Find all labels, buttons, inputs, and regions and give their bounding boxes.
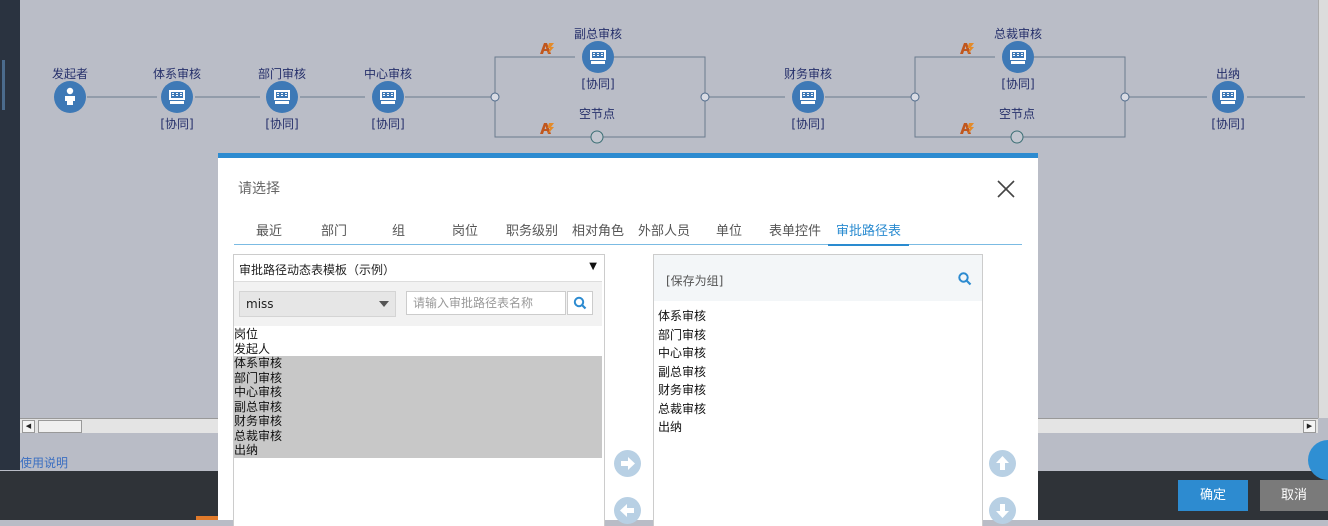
- confirm-button[interactable]: 确定: [1178, 480, 1248, 511]
- help-link[interactable]: 使用说明: [20, 456, 69, 470]
- chevron-down-icon: [379, 301, 389, 307]
- computer-icon[interactable]: [792, 81, 824, 113]
- search-icon: [573, 296, 587, 310]
- role-select-value: miss: [246, 297, 274, 311]
- tab-external-staff[interactable]: 外部人员: [638, 224, 691, 239]
- branch-junction: [490, 92, 500, 102]
- template-select[interactable]: 审批路径动态表模板（示例） ▼: [234, 255, 602, 282]
- computer-icon[interactable]: [266, 81, 298, 113]
- sidebar-marker: [2, 60, 5, 110]
- selected-item[interactable]: 中心审核: [658, 346, 707, 360]
- search-button[interactable]: [567, 291, 593, 315]
- vertical-scrollbar[interactable]: [1318, 0, 1328, 418]
- tab-form-control[interactable]: 表单控件: [769, 224, 822, 239]
- source-panel: 审批路径动态表模板（示例） ▼ miss 岗位 发起人 体系审核 部门审核 中心…: [233, 254, 605, 526]
- president-review-label: 总裁审核: [993, 27, 1043, 41]
- tab-job-level[interactable]: 职务级别: [506, 224, 559, 239]
- system-review-sub-label: [协同]: [160, 117, 194, 131]
- tab-approval-path-table[interactable]: 审批路径表: [828, 220, 910, 246]
- list-item-president-review[interactable]: 总裁审核: [234, 428, 602, 443]
- list-item-dept-review[interactable]: 部门审核: [234, 370, 602, 385]
- selected-item[interactable]: 财务审核: [658, 383, 707, 397]
- auto-approve-icon[interactable]: [539, 121, 555, 135]
- auto-approve-icon[interactable]: [959, 41, 975, 55]
- flow-connector-lines: [87, 56, 1305, 138]
- list-item-center-review[interactable]: 中心审核: [234, 385, 602, 400]
- selected-item[interactable]: 副总审核: [658, 364, 707, 379]
- auto-approve-icon[interactable]: [539, 41, 555, 55]
- center-review-sub-label: [协同]: [371, 117, 405, 131]
- selected-item[interactable]: 总裁审核: [658, 401, 707, 416]
- dept-review-sub-label: [协同]: [265, 117, 299, 131]
- computer-icon[interactable]: [161, 81, 193, 113]
- person-icon[interactable]: [54, 81, 86, 113]
- role-select[interactable]: miss: [239, 291, 396, 317]
- selected-panel-header: [保存为组]: [654, 255, 982, 301]
- close-icon[interactable]: [995, 178, 1017, 200]
- template-select-value: 审批路径动态表模板（示例）: [239, 263, 396, 277]
- dept-review-label: 部门审核: [257, 67, 307, 81]
- president-review-sub-label: [协同]: [1001, 77, 1035, 91]
- computer-icon[interactable]: [1212, 81, 1244, 113]
- left-sidebar-strip: [0, 0, 20, 470]
- finance-review-sub-label: [协同]: [791, 117, 825, 131]
- finance-review-label: 财务审核: [783, 67, 833, 81]
- initiator-label: 发起者: [51, 67, 89, 81]
- auto-approve-icon[interactable]: [959, 121, 975, 135]
- filter-row: miss: [234, 282, 602, 326]
- list-item-cashier[interactable]: 出纳: [234, 443, 602, 458]
- branch-junction: [700, 92, 710, 102]
- system-review-label: 体系审核: [152, 67, 202, 81]
- search-icon[interactable]: [957, 271, 973, 290]
- move-right-arrow-icon[interactable]: [614, 450, 641, 477]
- selected-panel: [保存为组] 体系审核 部门审核 中心审核 副总审核 财务审核 总裁审核 出纳: [653, 254, 983, 526]
- selected-item[interactable]: 体系审核: [658, 309, 707, 323]
- search-input[interactable]: [406, 291, 566, 315]
- cancel-button[interactable]: 取消: [1260, 480, 1328, 511]
- computer-icon[interactable]: [1002, 41, 1034, 73]
- tab-department[interactable]: 部门: [321, 224, 348, 239]
- save-as-group-link[interactable]: [保存为组]: [666, 274, 724, 288]
- list-item-initiator[interactable]: 发起人: [234, 341, 271, 356]
- computer-icon[interactable]: [372, 81, 404, 113]
- tab-post[interactable]: 岗位: [452, 224, 479, 239]
- side-float-button[interactable]: [1308, 440, 1328, 480]
- branch-junction: [910, 92, 920, 102]
- list-item-system-review[interactable]: 体系审核: [234, 356, 602, 371]
- cashier-sub-label: [协同]: [1211, 117, 1245, 131]
- tab-group[interactable]: 组: [392, 224, 406, 239]
- tab-recent[interactable]: 最近: [256, 224, 283, 239]
- vp-review-sub-label: [协同]: [581, 77, 615, 91]
- branch-junction: [1120, 92, 1130, 102]
- source-list: 岗位 发起人 体系审核 部门审核 中心审核 副总审核 财务审核 总裁审核 出纳: [234, 327, 602, 458]
- scroll-left-arrow-icon[interactable]: ◀: [22, 420, 35, 433]
- scroll-thumb[interactable]: [38, 420, 82, 433]
- list-item-post[interactable]: 岗位: [234, 327, 259, 341]
- selected-item[interactable]: 部门审核: [658, 327, 707, 342]
- scroll-right-arrow-icon[interactable]: ▶: [1303, 420, 1316, 433]
- list-item-finance-review[interactable]: 财务审核: [234, 414, 602, 429]
- vp-review-label: 副总审核: [573, 27, 623, 41]
- center-review-label: 中心审核: [363, 67, 413, 81]
- list-item-vp-review[interactable]: 副总审核: [234, 399, 602, 414]
- tab-relative-role[interactable]: 相对角色: [572, 224, 625, 239]
- tab-unit[interactable]: 单位: [716, 224, 743, 239]
- selected-item[interactable]: 出纳: [658, 420, 683, 434]
- caret-down-icon: ▼: [589, 261, 597, 272]
- cashier-label: 出纳: [1215, 67, 1241, 81]
- selected-list: 体系审核 部门审核 中心审核 副总审核 财务审核 总裁审核 出纳: [658, 307, 706, 437]
- select-dialog: 请选择 最近 部门 组 岗位 职务级别 相对角色 外部人员 单位 表单控件 审批…: [218, 153, 1038, 526]
- empty-1-node[interactable]: [590, 130, 604, 144]
- category-tabs: 最近 部门 组 岗位 职务级别 相对角色 外部人员 单位 表单控件 审批路径表: [234, 216, 1022, 246]
- dialog-title: 请选择: [238, 181, 280, 197]
- computer-icon[interactable]: [582, 41, 614, 73]
- empty-1-label: 空节点: [578, 107, 616, 121]
- empty-2-label: 空节点: [998, 107, 1036, 121]
- move-up-arrow-icon[interactable]: [989, 450, 1016, 477]
- empty-2-node[interactable]: [1010, 130, 1024, 144]
